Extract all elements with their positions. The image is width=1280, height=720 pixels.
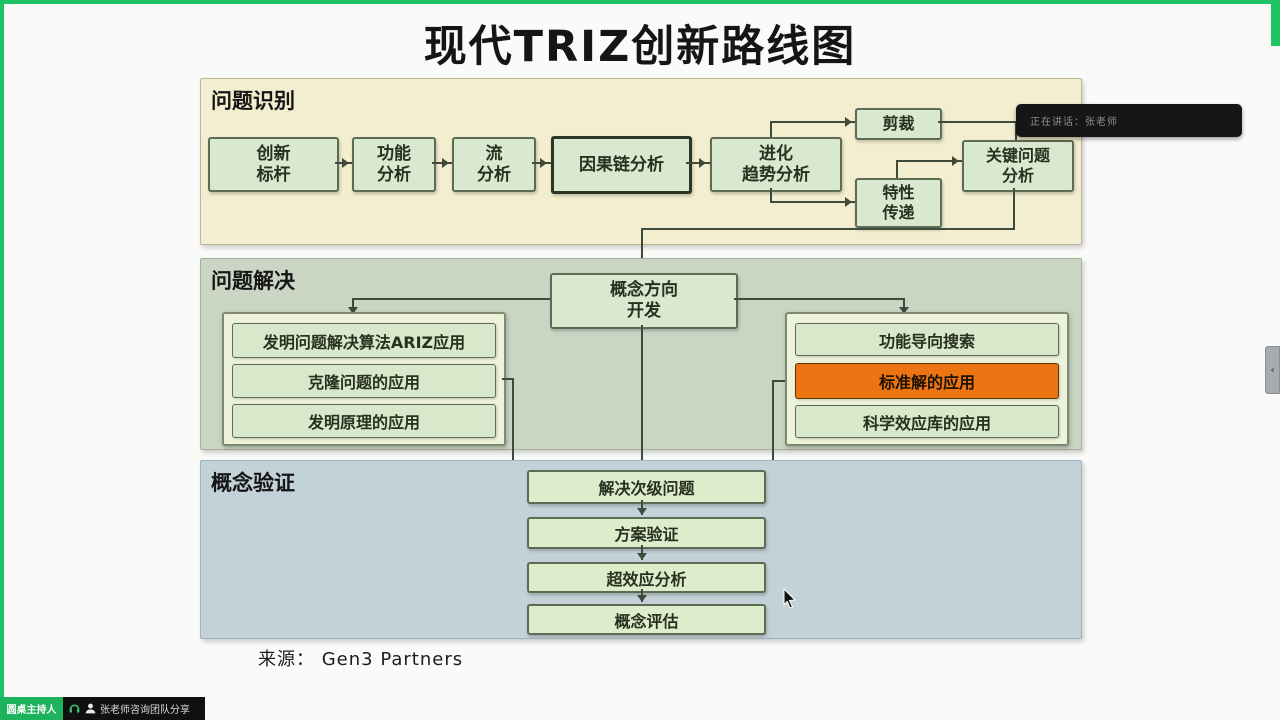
arrowhead — [899, 307, 909, 319]
chevron-left-icon: ‹ — [1270, 364, 1275, 376]
node-clone-problem-application: 克隆问题的应用 — [232, 364, 496, 398]
connector — [896, 160, 962, 162]
connector — [770, 121, 772, 137]
node-concept-evaluation: 概念评估 — [527, 604, 766, 635]
connector — [641, 545, 643, 560]
node-inventive-principles-application: 发明原理的应用 — [232, 404, 496, 438]
node-evolution-trend-analysis: 进化 趋势分析 — [710, 137, 842, 192]
connector — [772, 380, 785, 382]
node-trimming: 剪裁 — [855, 108, 942, 140]
connector — [686, 162, 710, 164]
speaker-indicator-overlay: 正在讲话：张老师 — [1016, 104, 1242, 137]
group-problem-solving-right: 功能导向搜索 标准解的应用 科学效应库的应用 — [785, 312, 1069, 446]
node-feature-transfer: 特性 传递 — [855, 178, 942, 228]
person-icon — [85, 703, 96, 714]
connector — [734, 298, 905, 300]
node-ariz-application: 发明问题解决算法ARIZ应用 — [232, 323, 496, 358]
connector — [770, 121, 855, 123]
screen-share-bar: 张老师咨询团队分享 — [63, 697, 205, 720]
connector — [1013, 188, 1015, 230]
node-function-analysis: 功能 分析 — [352, 137, 436, 192]
connector — [641, 500, 643, 515]
host-badge: 圆桌主持人 — [0, 697, 63, 720]
frame-right-edge — [1271, 0, 1280, 46]
arrowhead — [637, 553, 647, 565]
arrowhead — [952, 156, 964, 166]
node-flow-analysis: 流 分析 — [452, 137, 536, 192]
connector — [502, 378, 514, 380]
group-problem-solving-left: 发明问题解决算法ARIZ应用 克隆问题的应用 发明原理的应用 — [222, 312, 506, 446]
connector — [512, 378, 514, 486]
section-label: 概念验证 — [211, 471, 295, 495]
node-standard-solutions-application: 标准解的应用 — [795, 363, 1059, 399]
connector — [903, 298, 905, 312]
mouse-cursor — [783, 588, 797, 609]
arrowhead — [342, 158, 354, 168]
node-function-oriented-search: 功能导向搜索 — [795, 323, 1059, 356]
arrowhead — [845, 197, 857, 207]
node-concept-direction-development: 概念方向 开发 — [550, 273, 738, 329]
frame-top-edge — [0, 0, 1280, 4]
arrowhead — [348, 307, 358, 319]
frame-left-edge — [0, 0, 4, 720]
section-label: 问题解决 — [211, 269, 295, 293]
arrowhead — [540, 158, 552, 168]
connector — [352, 298, 354, 312]
arrowhead — [442, 158, 454, 168]
headset-icon — [69, 704, 80, 713]
arrowhead — [699, 158, 711, 168]
node-super-effect-analysis: 超效应分析 — [527, 562, 766, 593]
speaker-indicator-text: 正在讲话：张老师 — [1030, 117, 1118, 128]
section-label: 问题识别 — [211, 89, 295, 113]
source-citation: 来源： Gen3 Partners — [258, 649, 464, 670]
connector — [770, 188, 772, 203]
connector — [641, 325, 643, 470]
arrowhead — [845, 117, 857, 127]
connector — [641, 228, 643, 273]
node-solve-secondary-problems: 解决次级问题 — [527, 470, 766, 504]
arrowhead — [637, 508, 647, 520]
screen-share-text: 张老师咨询团队分享 — [100, 705, 190, 716]
node-solution-verification: 方案验证 — [527, 517, 766, 549]
arrowhead — [637, 595, 647, 607]
connector — [896, 160, 898, 178]
node-causal-chain-analysis: 因果链分析 — [551, 136, 692, 194]
connector — [352, 298, 550, 300]
node-key-problem-analysis: 关键问题 分析 — [962, 140, 1074, 192]
node-innovation-benchmark: 创新 标杆 — [208, 137, 339, 192]
node-scientific-effects-library-application: 科学效应库的应用 — [795, 405, 1059, 438]
connector — [938, 121, 1017, 123]
page-title: 现代TRIZ创新路线图 — [423, 22, 857, 72]
connector — [770, 201, 855, 203]
panel-collapse-handle[interactable]: ‹ — [1265, 346, 1280, 394]
connector — [772, 380, 774, 486]
connector — [641, 228, 1015, 230]
